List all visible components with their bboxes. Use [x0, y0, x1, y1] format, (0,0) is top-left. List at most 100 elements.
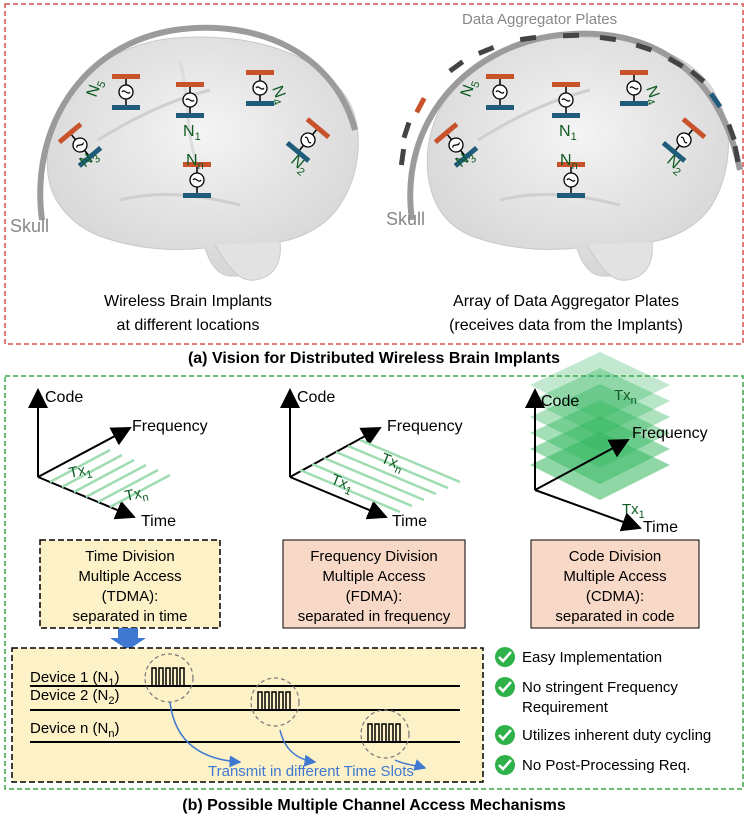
- fdma-box-line: Multiple Access: [322, 568, 425, 585]
- aggregator-plate: [708, 92, 723, 109]
- panel-a-caption: (a) Vision for Distributed Wireless Brai…: [188, 350, 560, 367]
- fdma-box-line: Frequency Division: [310, 548, 438, 565]
- left-caption-line2: at different locations: [117, 317, 260, 334]
- tdma-box-line: (TDMA):: [102, 588, 159, 605]
- aggregator-plate: [599, 34, 617, 43]
- implant-node: [433, 122, 479, 168]
- implant-node: [552, 82, 580, 118]
- fdma-time-axis-label: Time: [392, 513, 427, 530]
- cdma-time-axis-label: Time: [643, 519, 678, 536]
- fdma-frequency-axis-label: Frequency: [387, 418, 463, 435]
- device-label: Device 2 (N2): [30, 687, 119, 707]
- benefit-item: No Post-Processing Req.: [495, 755, 690, 775]
- implant-node: [661, 117, 707, 163]
- aggregator-plate: [519, 34, 537, 43]
- svg-text:Txn: Txn: [123, 484, 149, 508]
- tdma-timeslot-box: [11, 647, 484, 783]
- benefit-item: Easy Implementation: [495, 647, 662, 667]
- cdma-box-line: (CDMA):: [586, 588, 644, 605]
- implant-node: [285, 117, 331, 163]
- aggregator-plate: [726, 123, 737, 141]
- timeslot-arrow: [169, 701, 242, 768]
- implant-node: [246, 70, 274, 106]
- implant-node-label: N4: [265, 84, 290, 107]
- tdma-tx1-label: Tx1: [67, 461, 93, 485]
- svg-text:Txn: Txn: [377, 450, 406, 477]
- aggregator-plate: [477, 45, 495, 56]
- svg-text:Tx1: Tx1: [67, 461, 93, 485]
- implant-node-label: N1: [559, 123, 577, 143]
- down-arrow-icon: [110, 628, 146, 650]
- implant-node: [486, 74, 514, 110]
- aggregator-plate: [448, 59, 465, 74]
- tdma-box: [39, 539, 221, 629]
- timeslot-arrow: [394, 759, 427, 771]
- implant-node: [620, 70, 648, 106]
- cdma-tx1-label: Tx1: [622, 501, 645, 521]
- aggregator-plate: [401, 121, 412, 139]
- tdma-time-axis-label: Time: [141, 513, 176, 530]
- left-caption-line1: Wireless Brain Implants: [104, 293, 272, 310]
- pulse-train: [257, 691, 293, 711]
- implant-node-label: N5: [84, 77, 109, 100]
- device-label: Device 1 (N1): [30, 669, 119, 689]
- fdma-txn-label: Txn: [377, 450, 406, 477]
- check-mark: [498, 651, 512, 663]
- implant-node-label: N5: [458, 77, 483, 100]
- cdma-box-line: Multiple Access: [563, 568, 666, 585]
- cdma-frequency-axis-label: Frequency: [632, 425, 708, 442]
- implant-node-label: N1: [183, 123, 201, 143]
- check-mark: [498, 759, 512, 771]
- device-rows: Device 1 (N1)Device 2 (N2) Device n (Nn): [30, 653, 460, 771]
- fdma-box-line: separated in frequency: [298, 608, 451, 625]
- panel-b-border: [4, 375, 744, 790]
- aggregator-plate: [667, 56, 684, 69]
- aggregator-plate: [635, 42, 653, 53]
- skull-arc-right: [407, 30, 743, 221]
- tdma-txn-label: Txn: [123, 484, 149, 508]
- aggregator-plate: [732, 145, 741, 163]
- skull-arc-left: [37, 24, 358, 221]
- fdma-code-axis-label: Code: [297, 389, 335, 406]
- pulse-train: [367, 723, 403, 743]
- fdma-box: [282, 539, 466, 629]
- timeslot-circle: [360, 709, 410, 759]
- pulse-train: [151, 667, 187, 687]
- fdma-axes: [280, 388, 461, 520]
- fdma-box-line: (FDMA):: [346, 588, 403, 605]
- cdma-code-axis-label: Code: [541, 393, 579, 410]
- device-label: Device n (Nn): [30, 720, 119, 740]
- benefit-text: Easy Implementation: [522, 649, 662, 666]
- benefit-text: Requirement: [522, 699, 609, 716]
- check-mark: [498, 681, 512, 693]
- panel-a-border: [4, 3, 744, 345]
- benefit-text: Utilizes inherent duty cycling: [522, 727, 711, 744]
- skull-label-left: Skull: [10, 216, 49, 236]
- data-aggregator-plates-label: Data Aggregator Plates: [462, 11, 617, 28]
- cdma-box: [530, 539, 700, 629]
- fdma-tx1-label: Tx1: [327, 471, 356, 498]
- benefit-text: No stringent Frequency: [522, 679, 678, 696]
- svg-text:Tx1: Tx1: [327, 471, 356, 498]
- implant-node: [176, 82, 204, 118]
- implant-node: [557, 162, 585, 198]
- aggregator-plate: [562, 32, 580, 39]
- tdma-box-line: Time Division: [85, 548, 174, 565]
- tdma-box-line: separated in time: [72, 608, 187, 625]
- aggregator-plates: [398, 32, 741, 166]
- check-mark: [498, 729, 512, 741]
- implant-node-label: N4: [639, 84, 664, 107]
- timeslot-circle: [144, 653, 194, 703]
- implant-node-label: Nn: [560, 152, 578, 172]
- tdma-code-axis-label: Code: [45, 389, 83, 406]
- tdma-axes: [28, 388, 171, 520]
- aggregator-plate: [398, 148, 407, 166]
- cdma-txn-label: Txn: [614, 387, 637, 407]
- timeslot-caption: Transmit in different Time Slots: [208, 763, 414, 780]
- panel-b-caption: (b) Possible Multiple Channel Access Mec…: [182, 797, 566, 814]
- implant-node: [57, 122, 103, 168]
